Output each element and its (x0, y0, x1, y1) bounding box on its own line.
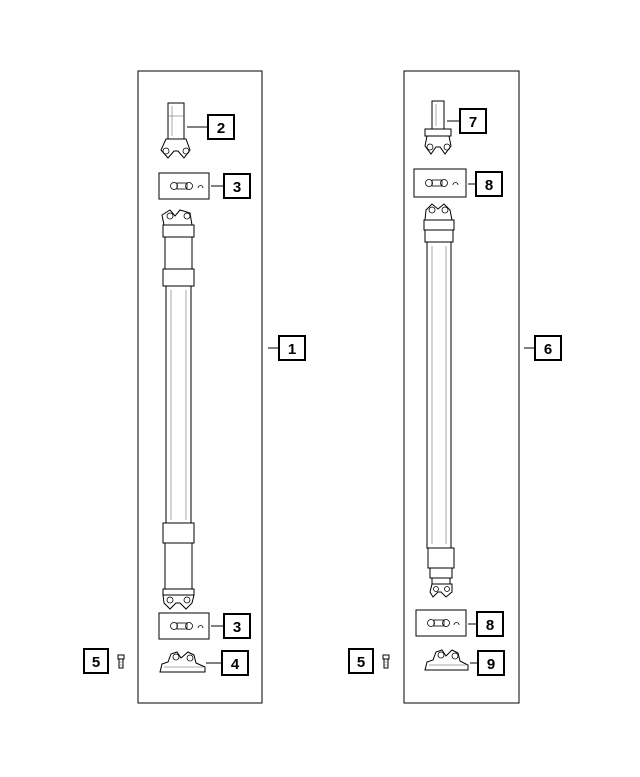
rear-ujoint-kit-top-drawing (413, 168, 467, 198)
rear-flange-yoke-drawing (424, 649, 469, 671)
callout-3-top-label: 3 (233, 179, 241, 196)
front-leader-lines (187, 126, 279, 664)
callout-5-rear-label: 5 (357, 654, 365, 671)
rear-ujoint-kit-bottom-drawing (415, 609, 467, 637)
callout-4-label: 4 (231, 656, 240, 673)
callout-3-bottom-label: 3 (233, 619, 241, 636)
callout-3-bottom[interactable]: 3 (223, 613, 251, 639)
rear-driveshaft-assembly (382, 70, 520, 704)
front-flange-yoke-drawing (159, 651, 206, 673)
callout-3-top[interactable]: 3 (223, 173, 251, 199)
front-assembly-frame (137, 70, 263, 704)
front-slip-yoke-drawing (160, 102, 191, 159)
front-driveshaft-assembly (117, 70, 263, 704)
callout-8-bottom[interactable]: 8 (476, 611, 504, 637)
rear-bolt-drawing (382, 654, 390, 669)
callout-7-label: 7 (469, 114, 477, 131)
callout-1[interactable]: 1 (278, 335, 306, 361)
callout-7[interactable]: 7 (459, 108, 487, 134)
callout-2-label: 2 (217, 120, 225, 137)
front-bolt-drawing (117, 654, 125, 669)
callout-8-bottom-label: 8 (486, 617, 494, 634)
callout-6-label: 6 (544, 341, 552, 358)
callout-2[interactable]: 2 (207, 114, 235, 140)
callout-5-rear[interactable]: 5 (348, 648, 374, 674)
front-driveshaft-tube-drawing (161, 209, 195, 610)
callout-8-top[interactable]: 8 (475, 171, 503, 197)
front-ujoint-kit-top-drawing (158, 172, 210, 200)
callout-5-front-label: 5 (92, 654, 100, 671)
rear-yoke-drawing (424, 100, 452, 155)
rear-driveshaft-tube-drawing (423, 203, 455, 598)
rear-assembly-frame (403, 70, 520, 704)
callout-1-label: 1 (288, 341, 296, 358)
callout-9-label: 9 (487, 656, 495, 673)
rear-leader-lines (447, 120, 535, 664)
callout-9[interactable]: 9 (477, 650, 505, 676)
callout-8-top-label: 8 (485, 177, 493, 194)
callout-6[interactable]: 6 (534, 335, 562, 361)
callout-5-front[interactable]: 5 (83, 648, 109, 674)
callout-4[interactable]: 4 (221, 650, 249, 676)
front-ujoint-kit-bottom-drawing (158, 612, 210, 640)
